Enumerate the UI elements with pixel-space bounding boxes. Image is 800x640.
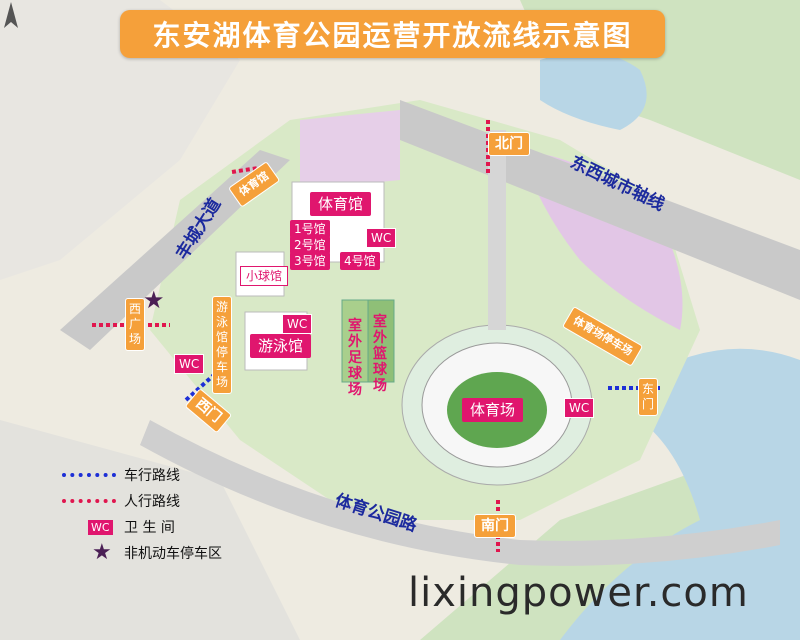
legend: 车行路线 人行路线 WC 卫 生 间 ★ 非机动车停车区: [62, 462, 322, 566]
legend-toilet: WC 卫 生 间: [62, 514, 322, 540]
wc-natatorium: WC: [282, 314, 313, 334]
legend-star-icon: ★: [92, 540, 112, 565]
north-gate-label: 北门: [488, 132, 530, 156]
legend-toilet-text: 卫 生 间: [124, 520, 175, 536]
north-arrow-icon: [4, 2, 18, 28]
natatorium-label: 游泳馆: [250, 334, 312, 358]
wc-west: WC: [174, 354, 205, 374]
west-plaza-label: 西广场: [125, 298, 145, 351]
hall-4-label: 4号馆: [340, 252, 380, 270]
natatorium-parking-label: 游泳馆停车场: [212, 296, 232, 394]
hall-2-label: 2号馆: [290, 236, 330, 254]
legend-pedestrian: 人行路线: [62, 488, 322, 514]
south-gate-label: 南门: [474, 514, 516, 538]
vehicle-route-swatch: [62, 473, 116, 477]
outdoor-football-label: 室外足球场: [348, 318, 362, 398]
wc-stadium: WC: [564, 398, 595, 418]
stadium-label: 体育场: [462, 398, 524, 422]
map-title-banner: 东安湖体育公园运营开放流线示意图: [120, 10, 665, 58]
legend-bike-text: 非机动车停车区: [124, 546, 222, 562]
gym-label: 体育馆: [310, 192, 372, 216]
small-ball-hall-label: 小球馆: [240, 266, 289, 286]
legend-bike: ★ 非机动车停车区: [62, 540, 322, 566]
hall-3-label: 3号馆: [290, 252, 330, 270]
legend-vehicle: 车行路线: [62, 462, 322, 488]
legend-wc-swatch: WC: [88, 519, 113, 535]
hall-1-label: 1号馆: [290, 220, 330, 238]
east-gate-label: 东门: [638, 378, 658, 416]
pedestrian-route-swatch: [62, 499, 116, 503]
map-title: 东安湖体育公园运营开放流线示意图: [152, 19, 633, 52]
outdoor-basketball-label: 室外篮球场: [373, 314, 387, 394]
wc-gym: WC: [366, 228, 397, 248]
watermark: lixingpower.com: [408, 570, 749, 616]
star-icon: ★: [143, 286, 165, 314]
legend-pedestrian-text: 人行路线: [124, 494, 180, 510]
legend-vehicle-text: 车行路线: [124, 468, 180, 484]
